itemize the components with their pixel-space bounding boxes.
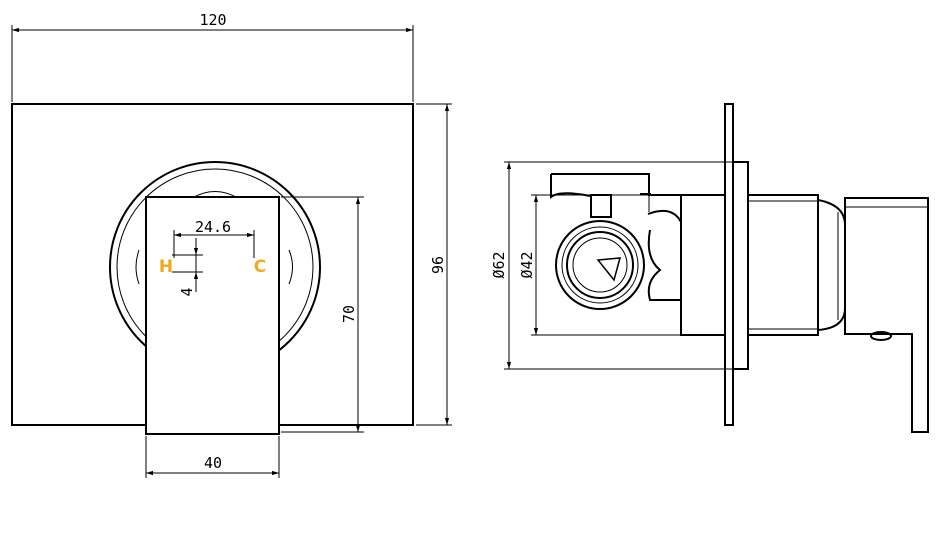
inlet-bore	[572, 237, 628, 293]
inlet-stem	[590, 194, 612, 218]
valve-connector	[647, 209, 682, 301]
hc-offset-label: 4	[178, 287, 196, 296]
side-cap	[817, 199, 846, 331]
plate-height-label: 96	[429, 256, 447, 274]
handle-height-label: 70	[340, 305, 358, 323]
cartridge-side-right	[288, 249, 293, 285]
cartridge-side-left	[135, 249, 140, 285]
side-wall-plate	[724, 103, 734, 426]
outer-diameter-label: Ø62	[490, 251, 508, 278]
handle-width-label: 40	[204, 454, 222, 472]
inlet-mid-ring	[561, 226, 639, 304]
inner-diameter-label: Ø42	[518, 251, 536, 278]
side-view: Ø62 Ø42	[490, 103, 929, 433]
inlet-outer-ring	[555, 220, 645, 310]
valve-body-top	[551, 173, 681, 196]
inlet-inner-ring	[566, 231, 634, 299]
hot-marker: H	[159, 257, 173, 277]
cold-marker: C	[254, 257, 266, 277]
hc-spacing-label: 24.6	[195, 218, 231, 236]
front-view: 24.6 4 H C 120 96 70 40	[11, 11, 452, 478]
side-spindle-housing	[747, 194, 819, 336]
plate-width-label: 120	[199, 11, 226, 29]
side-handle-screw	[870, 331, 892, 341]
side-handle-lever	[844, 197, 929, 433]
side-escutcheon	[732, 161, 749, 370]
valve-body-arm	[550, 174, 651, 200]
valve-body	[680, 194, 726, 336]
inlet-indicator	[596, 257, 622, 282]
